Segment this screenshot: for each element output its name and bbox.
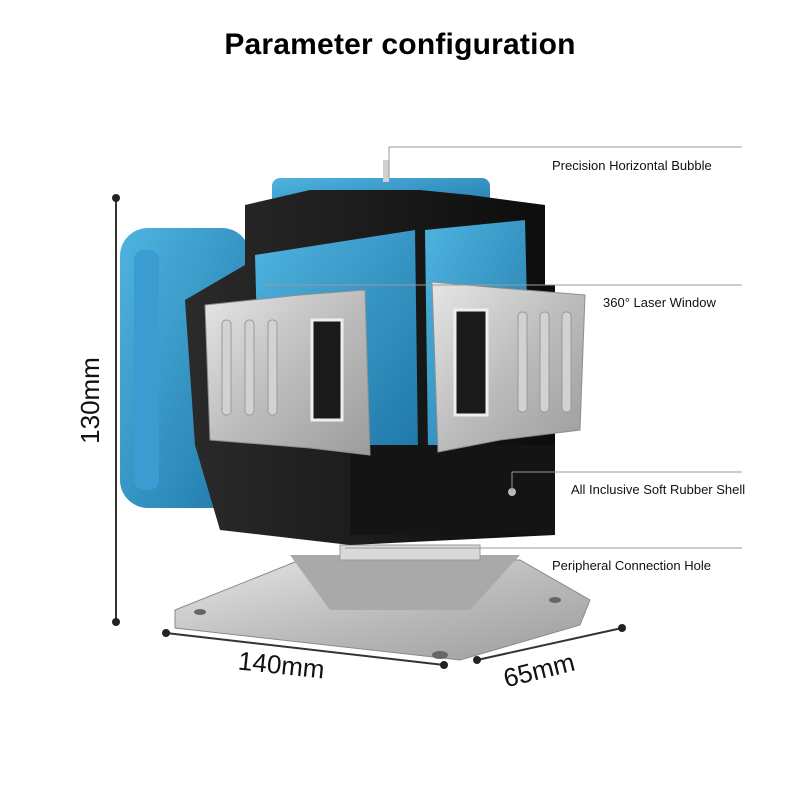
laser-window-left (204, 289, 371, 456)
callout-lines (265, 146, 742, 549)
dimension-endpoints (112, 194, 626, 669)
laser-window-right (431, 281, 586, 453)
dimension-lines (115, 198, 623, 666)
page-title: Parameter configuration (224, 28, 576, 61)
callout-laser-window: 360° Laser Window (603, 295, 716, 310)
callout-connection-hole: Peripheral Connection Hole (552, 558, 711, 573)
callout-rubber-shell: All Inclusive Soft Rubber Shell (571, 482, 746, 497)
aluminium-base (174, 544, 591, 661)
dimension-height-label: 130mm (74, 357, 105, 444)
callout-precision-bubble: Precision Horizontal Bubble (552, 158, 712, 173)
